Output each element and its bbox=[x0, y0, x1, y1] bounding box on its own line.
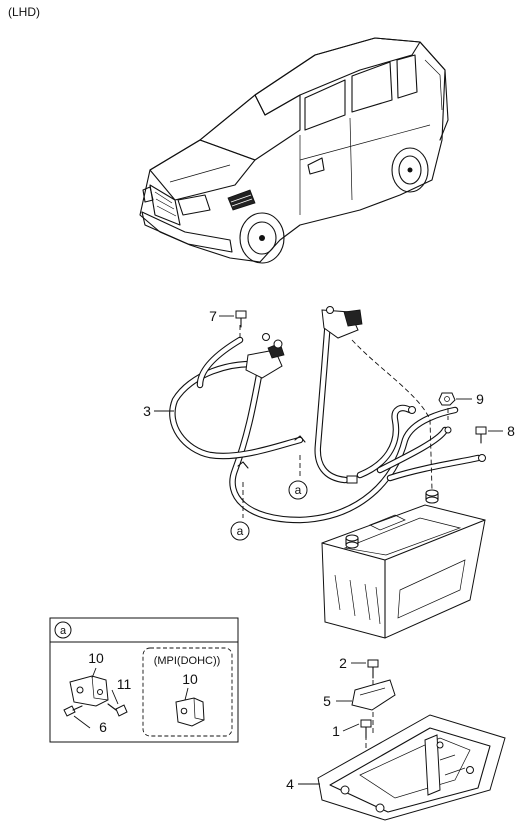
positive-terminal-clamp bbox=[321, 306, 363, 339]
bolt-11 bbox=[107, 703, 128, 717]
callout-number: 4 bbox=[286, 776, 294, 792]
battery-location-marker bbox=[227, 189, 256, 211]
ring-lug bbox=[444, 426, 452, 434]
mpi-dohc-title: (MPI(DOHC)) bbox=[154, 655, 221, 667]
callout-9: 9 bbox=[456, 391, 484, 407]
callout-number: 7 bbox=[209, 308, 217, 324]
nut-9 bbox=[438, 392, 456, 406]
callout-number: 5 bbox=[323, 693, 331, 709]
detail-label-10-mpi: 10 bbox=[182, 671, 198, 687]
callout-7: 7 bbox=[209, 308, 234, 324]
callout-number: 8 bbox=[507, 423, 515, 439]
reference-marker-label: a bbox=[237, 524, 244, 538]
bolt-6 bbox=[63, 705, 83, 717]
bolt-1 bbox=[360, 719, 372, 739]
bracket-10-left bbox=[69, 675, 109, 707]
callout-2: 2 bbox=[339, 655, 366, 671]
callout-8: 8 bbox=[488, 423, 515, 439]
callout-number: 2 bbox=[339, 655, 347, 671]
battery-cable-harness bbox=[169, 306, 486, 524]
ring-lug bbox=[478, 454, 486, 462]
callout-4: 4 bbox=[286, 776, 320, 792]
callout-number: 9 bbox=[476, 391, 484, 407]
bolt-7 bbox=[235, 310, 247, 328]
callout-number: 1 bbox=[332, 723, 340, 739]
ring-lug bbox=[262, 333, 270, 341]
harness-connector bbox=[346, 475, 358, 484]
callout-3: 3 bbox=[143, 403, 174, 419]
negative-terminal-clamp bbox=[245, 339, 285, 379]
callout-5: 5 bbox=[323, 693, 352, 709]
bolt-2 bbox=[367, 659, 379, 679]
reference-marker-label: a bbox=[295, 483, 302, 497]
bolt-8 bbox=[475, 426, 487, 444]
variant-label: (LHD) bbox=[8, 5, 40, 19]
battery bbox=[321, 489, 486, 639]
front-wheel bbox=[239, 212, 285, 264]
callout-number: 3 bbox=[143, 403, 151, 419]
detail-label-6: 6 bbox=[99, 719, 107, 735]
callout-1: 1 bbox=[332, 723, 360, 739]
vehicle-illustration bbox=[139, 37, 449, 264]
detail-label-11: 11 bbox=[117, 676, 132, 692]
bracket-10-mpi bbox=[175, 697, 205, 727]
reference-marker-a-lower: a bbox=[230, 521, 250, 541]
battery-clamp-5 bbox=[351, 679, 396, 711]
detail-box-a: a 10 11 6 (MPI(DOHC)) 10 bbox=[49, 617, 239, 743]
detail-label-10: 10 bbox=[88, 650, 104, 666]
ring-lug bbox=[408, 406, 416, 414]
guide-line bbox=[351, 339, 433, 491]
detail-box-marker: a bbox=[60, 625, 67, 637]
rear-wheel bbox=[391, 147, 429, 193]
battery-tray-4 bbox=[317, 714, 506, 821]
reference-marker-a-upper: a bbox=[288, 480, 308, 500]
